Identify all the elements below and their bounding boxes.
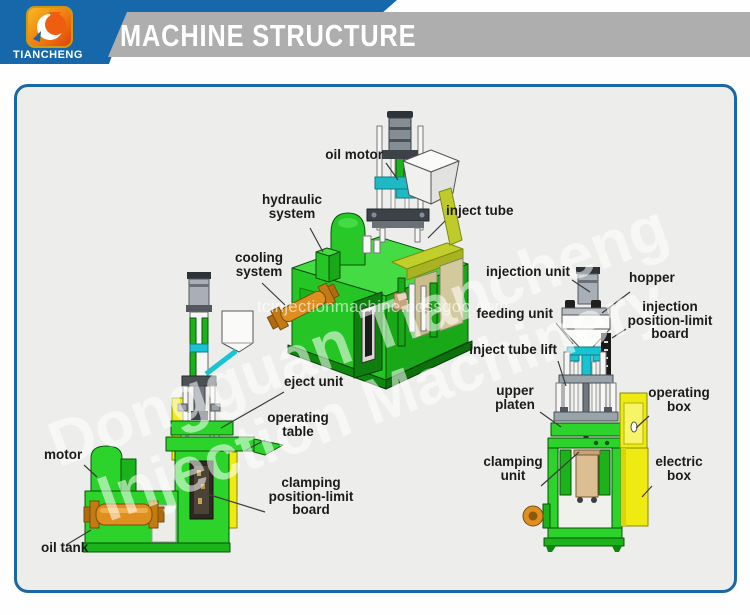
label-clamping-position-limit-board: clamping position-limit board [268,475,354,517]
title-band: MACHINE STRUCTURE [108,12,750,57]
label-clamping-unit: clamping unit [483,454,543,483]
label-inject-tube: inject tube [446,203,514,218]
label-inject-tube-lift: inject tube lift [469,342,557,357]
label-eject-unit: eject unit [284,374,344,389]
tiancheng-c-swoosh-icon [28,12,71,46]
tiancheng-logo [26,6,73,48]
page-title: MACHINE STRUCTURE [120,18,417,53]
label-feeding-unit: feeding unit [476,306,554,321]
label-motor: motor [44,447,83,462]
label-upper-platen: upper platen [495,383,535,412]
brand-name: TIANCHENG [13,49,83,61]
label-operating-box: operating box [648,385,710,414]
label-electric-box: electric box [655,454,703,483]
label-hopper: hopper [629,270,675,285]
label-injection-position-limit-board: injection position-limit board [627,299,713,341]
label-hydraulic-system: hydraulic system [261,192,323,221]
label-injection-unit: injection unit [486,264,570,279]
label-cooling-system: cooling system [235,250,283,279]
label-operating-table: operating table [267,410,329,439]
label-oil-motor: oil motor [325,147,383,162]
label-oil-tank: oil tank [41,540,89,555]
